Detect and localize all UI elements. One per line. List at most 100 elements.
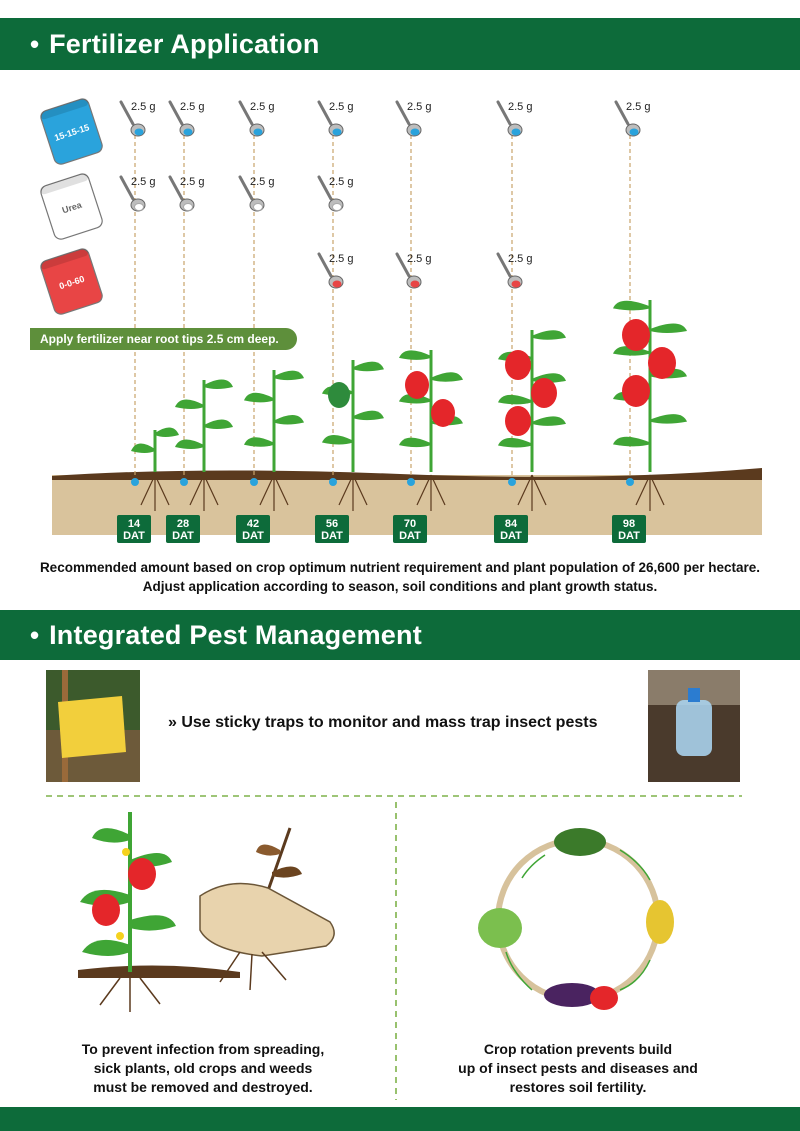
fertilizer-bag-urea: Urea (40, 173, 103, 240)
rotation-caption-line: up of insect pests and diseases and (458, 1060, 698, 1076)
section-header-fertilizer: • Fertilizer Application (0, 18, 800, 70)
pepper-plant-stage (399, 350, 463, 511)
fertilizer-bag-0-0-60: 0-0-60 (40, 248, 103, 315)
fertilizer-scoop-icon (168, 175, 195, 212)
fertilizer-scoop-icon (317, 175, 344, 212)
dat-day: 14 (128, 518, 141, 530)
dat-unit: DAT (172, 530, 194, 542)
pepper-plant-stage (244, 370, 304, 511)
granule-icon (250, 478, 258, 486)
recommendation-caption-line1: Recommended amount based on crop optimum… (39, 560, 761, 575)
fertilizer-scoop-icon (168, 100, 195, 137)
fertilizer-bag-15-15-15: 15-15-15 (40, 98, 103, 165)
dose-label: 2.5 g (407, 101, 431, 113)
fertilizer-scoop-icon (496, 252, 523, 289)
fertilizer-scoop-icon (238, 100, 265, 137)
dose-label: 2.5 g (329, 101, 353, 113)
fertilizer-scoop-icon (119, 175, 146, 212)
ipm-illustration (46, 670, 742, 1100)
fertilizer-scoop-icon (119, 100, 146, 137)
section-title-fertilizer: Fertilizer Application (49, 28, 320, 59)
dose-label: 2.5 g (508, 253, 532, 265)
section-header-ipm: • Integrated Pest Management (0, 610, 800, 660)
fertilizer-scoop-icon (238, 175, 265, 212)
dat-day: 28 (177, 518, 189, 530)
sticky-trap-instruction: » Use sticky traps to monitor and mass t… (168, 714, 598, 731)
application-note: Apply fertilizer near root tips 2.5 cm d… (30, 328, 297, 350)
dose-label: 2.5 g (508, 101, 532, 113)
dat-day: 84 (505, 518, 518, 530)
dose-label: 2.5 g (250, 101, 274, 113)
dat-day: 56 (326, 518, 338, 530)
granule-icon (626, 478, 634, 486)
section-title-ipm: Integrated Pest Management (49, 619, 422, 650)
dose-label: 2.5 g (131, 101, 155, 113)
dat-unit: DAT (123, 530, 145, 542)
dose-label: 2.5 g (329, 176, 353, 188)
dat-unit: DAT (399, 530, 421, 542)
pepper-plant-stage (498, 330, 566, 511)
hand-pulling-diseased-plant (199, 827, 335, 991)
pepper-plant-illustration (78, 812, 240, 1012)
dose-label: 2.5 g (407, 253, 431, 265)
fertilizer-scoop-icon (317, 252, 344, 289)
dose-label: 2.5 g (131, 176, 155, 188)
dose-label: 2.5 g (180, 101, 204, 113)
granule-icon (407, 478, 415, 486)
pepper-plant-stage (131, 427, 179, 511)
rotation-caption-line: restores soil fertility. (509, 1079, 647, 1095)
dat-day: 42 (247, 518, 259, 530)
rotation-caption-line: Crop rotation prevents build (483, 1041, 673, 1057)
dose-label: 2.5 g (250, 176, 274, 188)
bottle-trap-photo (648, 670, 740, 782)
pepper-plant-stage (613, 300, 687, 511)
fertilizer-scoop-icon (395, 100, 422, 137)
dose-label: 2.5 g (180, 176, 204, 188)
dose-label: 2.5 g (329, 253, 353, 265)
sticky-trap-photo (46, 670, 140, 782)
rotation-caption: Crop rotation prevents build up of insec… (413, 1040, 743, 1097)
granule-icon (131, 478, 139, 486)
granule-icon (329, 478, 337, 486)
soil-surface (52, 468, 762, 480)
removal-caption-line: sick plants, old crops and weeds (93, 1060, 313, 1076)
dat-day: 98 (623, 518, 635, 530)
header-bullet: • (30, 28, 40, 59)
dose-label: 2.5 g (626, 101, 650, 113)
header-bullet: • (30, 619, 40, 650)
dat-unit: DAT (321, 530, 343, 542)
removal-caption-line: must be removed and destroyed. (93, 1079, 313, 1095)
pepper-plant-stage (175, 379, 233, 511)
granule-icon (508, 478, 516, 486)
removal-caption-line: To prevent infection from spreading, (81, 1041, 325, 1057)
dat-unit: DAT (500, 530, 522, 542)
removal-caption: To prevent infection from spreading, sic… (38, 1040, 368, 1097)
dat-unit: DAT (242, 530, 264, 542)
recommendation-caption-line2: Adjust application according to season, … (142, 579, 658, 594)
dat-day: 70 (404, 518, 416, 530)
footer-band (0, 1107, 800, 1131)
fertilizer-scoop-icon (395, 252, 422, 289)
crop-rotation-cycle (478, 828, 674, 1010)
fertilizer-scoop-icon (496, 100, 523, 137)
granule-icon (180, 478, 188, 486)
fertilizer-scoop-icon (317, 100, 344, 137)
pepper-plant-stage (322, 360, 384, 511)
dat-unit: DAT (618, 530, 640, 542)
fertilizer-scoop-icon (614, 100, 641, 137)
